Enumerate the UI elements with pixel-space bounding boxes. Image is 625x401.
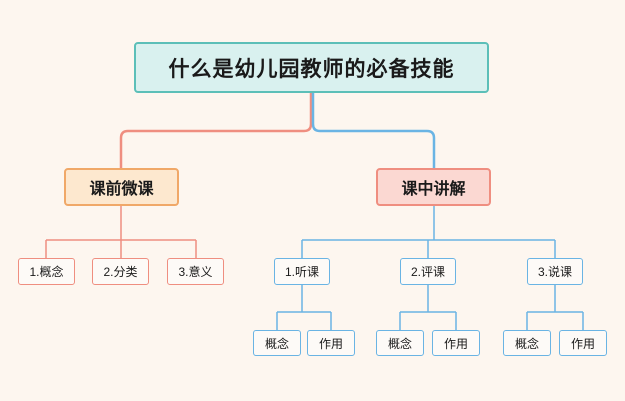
leaf-node-2-3-1[interactable]: 概念 [503, 330, 551, 356]
leaf-node-2-2-2[interactable]: 作用 [432, 330, 480, 356]
leaf-node-1-1[interactable]: 1.概念 [18, 258, 75, 285]
child-node-2-3[interactable]: 3.说课 [527, 258, 583, 285]
root-node[interactable]: 什么是幼儿园教师的必备技能 [134, 42, 489, 93]
leaf-node-1-2[interactable]: 2.分类 [92, 258, 149, 285]
leaf-node-2-3-2[interactable]: 作用 [559, 330, 607, 356]
child-node-2-1[interactable]: 1.听课 [274, 258, 330, 285]
leaf-node-2-1-1[interactable]: 概念 [253, 330, 301, 356]
branch-node-课中讲解[interactable]: 课中讲解 [376, 168, 491, 206]
branch-node-课前微课[interactable]: 课前微课 [64, 168, 179, 206]
leaf-node-1-3[interactable]: 3.意义 [167, 258, 224, 285]
link-root-to-branch-1 [119, 93, 313, 168]
link-root-to-branch-2 [311, 93, 436, 168]
child-node-2-2[interactable]: 2.评课 [400, 258, 456, 285]
leaf-node-2-2-1[interactable]: 概念 [376, 330, 424, 356]
leaf-node-2-1-2[interactable]: 作用 [307, 330, 355, 356]
